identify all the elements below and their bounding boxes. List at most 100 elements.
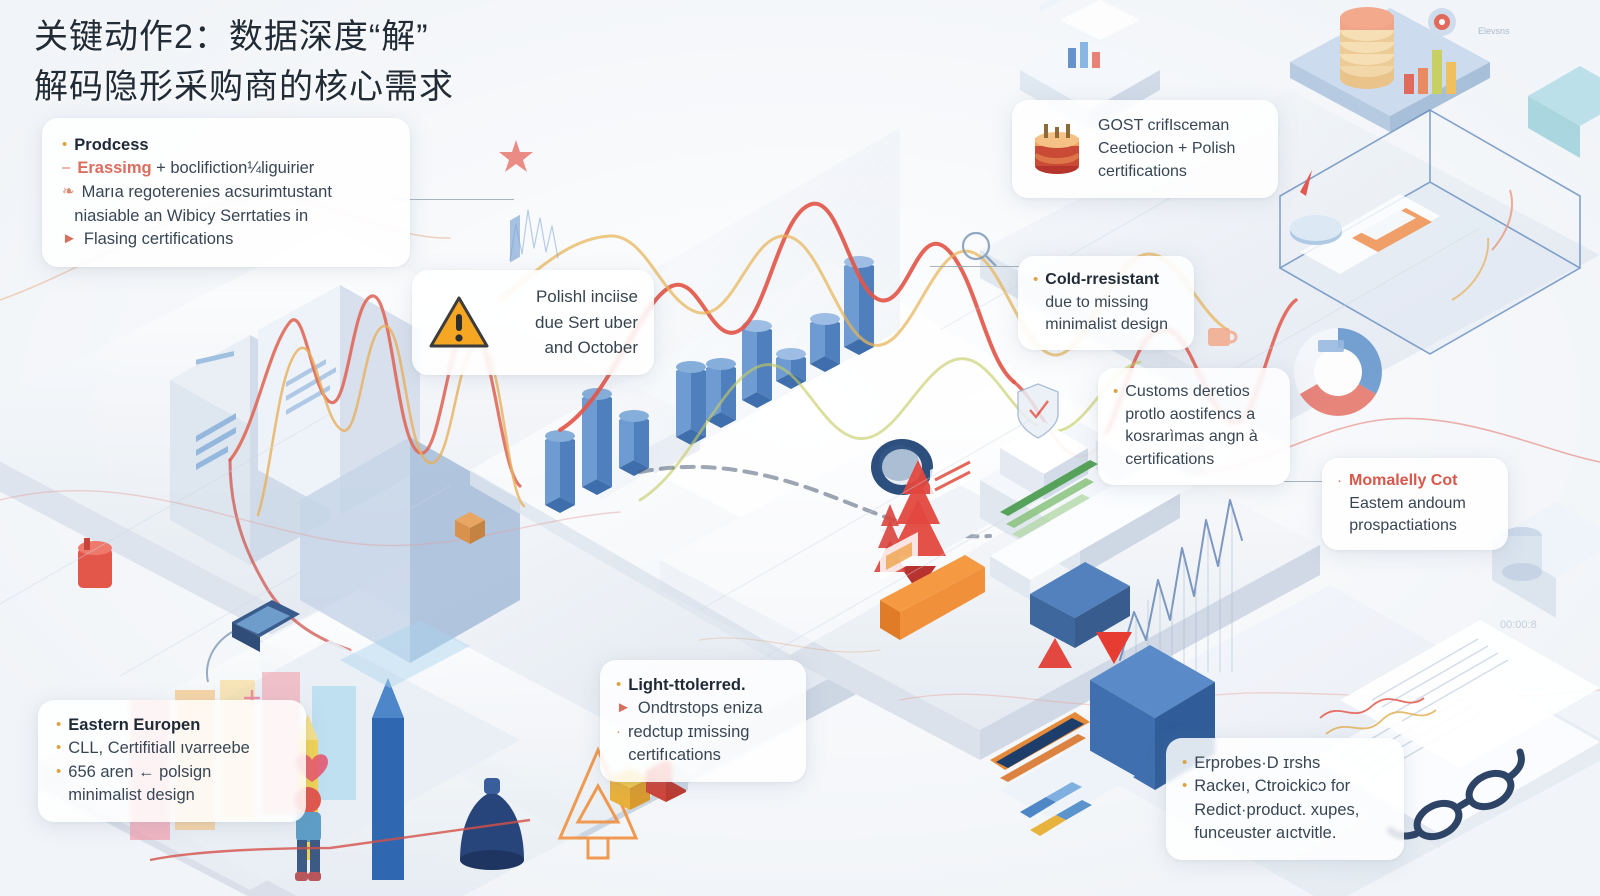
- cylinder-podium-scene: Elevsns: [1290, 7, 1510, 132]
- leader-line-cold: [930, 266, 1022, 267]
- warning-text: Polishl inciise due Sert uber and Octobe…: [500, 284, 638, 361]
- dot-bullet-icon: •: [1182, 777, 1188, 795]
- cold-line-1: Cold-rresistant: [1045, 271, 1160, 288]
- dot-bullet-icon: •: [56, 762, 62, 780]
- donut-chart-decor: [1294, 328, 1382, 416]
- list-item: • Eastem andoum: [1337, 493, 1493, 516]
- list-item: • Customs deretios: [1113, 381, 1275, 404]
- light-line-2: Ondtrstops eniza: [637, 699, 763, 718]
- dot-bullet-icon: •: [56, 716, 62, 733]
- process-highlight-suffix: + boclifiction¼liguirier: [156, 159, 315, 178]
- light-line-3: redctup ɪmissing: [628, 722, 750, 741]
- customs-line-2: protlo aostifencs a: [1125, 405, 1256, 423]
- erprobes-line-1: Erprobes·D ɪrshs: [1194, 754, 1321, 772]
- arrow-bullet-icon: ►: [616, 699, 631, 717]
- process-highlight: Erassimg: [77, 159, 152, 178]
- callout-card-eastern-europen[interactable]: • Eastern Europen • CLL, Certifitiall ıv…: [38, 700, 306, 822]
- title-line-2: 解码隐形采购商的核心需求: [34, 68, 454, 107]
- red-trees-scene: [874, 448, 1010, 640]
- list-item: • CLL, Certifitiall ıvarreebe: [56, 737, 288, 760]
- eastern-line-2: CLL, Certifitiall ıvarreebe: [68, 739, 250, 758]
- list-item: • funceuster aıctvitle.: [1182, 822, 1388, 845]
- list-item: – Erassimg + boclifiction¼liguirier: [62, 157, 390, 181]
- layered-cylinder-icon: [1035, 123, 1079, 174]
- callout-card-gost[interactable]: GOST crifIsceman Ceetiocion + Polish cer…: [1012, 100, 1278, 198]
- light-line-1: Light-ttolerred.: [628, 676, 746, 694]
- slide-title: 关键动作2：数据深度“解” 解码隐形采购商的核心需求: [34, 12, 454, 113]
- arrow-bullet-icon: ►: [62, 229, 77, 247]
- gost-text: GOST crifIsceman Ceetiocion + Polish cer…: [1098, 114, 1235, 184]
- process-line-3: Marıa regoterenies acsurimtustant: [81, 183, 332, 202]
- dot-bullet-icon: •: [62, 136, 68, 153]
- dot-bullet-icon: •: [1182, 754, 1188, 771]
- list-item: • protlo aostifencs a: [1113, 404, 1275, 427]
- gost-line-3: certifications: [1098, 163, 1187, 181]
- erprobes-line-4: funceuster aıctvitle.: [1194, 824, 1337, 843]
- gost-line-1: GOST crifIsceman: [1098, 117, 1230, 134]
- list-item: · redctup ɪmissing: [616, 721, 790, 744]
- star-icon: [499, 140, 533, 172]
- customs-line-3: kosrarìmas angn à: [1125, 428, 1258, 446]
- list-item: • Cold-rresistant: [1033, 269, 1179, 292]
- glass-lab-box: [1278, 109, 1582, 355]
- dash-bullet-icon: –: [62, 159, 71, 177]
- dot-bullet-icon: •: [616, 676, 622, 693]
- gost-line-2: Ceetiocion + Polish: [1098, 140, 1236, 158]
- monthly-line-2: Eastem andoum: [1349, 494, 1466, 512]
- list-item: · Momalelly Cot: [1337, 470, 1493, 493]
- list-item: • niasiable an Wibicy Serrtaties in: [62, 205, 390, 228]
- dot-bullet-icon: •: [1113, 383, 1119, 400]
- callout-card-monthly[interactable]: · Momalelly Cot • Eastem andoum • prospa…: [1322, 458, 1508, 551]
- list-item: • certifications: [1113, 449, 1275, 472]
- list-item: • Light-ttolerred.: [616, 674, 790, 697]
- cold-line-3: minimalist design: [1045, 316, 1168, 334]
- list-item: ► Ondtrstops eniza: [616, 697, 790, 720]
- warning-line-3: and October: [544, 338, 638, 357]
- list-item: • Redict·product. xupes,: [1182, 799, 1388, 822]
- market-blocks: 00:00:8: [1020, 0, 1600, 631]
- process-line-4: niasiable an Wibicy Serrtaties in: [74, 206, 309, 225]
- list-item: • Prodcess: [62, 134, 390, 157]
- warning-triangle-icon: [429, 296, 489, 348]
- callout-card-customs[interactable]: • Customs deretios • protlo aostifencs a…: [1098, 368, 1290, 485]
- process-line-5: Flasing certifications: [83, 229, 234, 248]
- magnifier-icon: [961, 231, 997, 267]
- monthly-line-3: prospactiations: [1349, 517, 1457, 535]
- process-title: Prodcess: [74, 136, 149, 154]
- list-item: • kosrarìmas angn à: [1113, 426, 1275, 449]
- callout-card-cold-resistant[interactable]: • Cold-rresistant • due to missing • min…: [1018, 256, 1194, 351]
- svg-text:00:00:8: 00:00:8: [1500, 619, 1537, 631]
- mug-icon: [1208, 328, 1238, 346]
- list-item: • minimalist design: [56, 784, 288, 807]
- list-item: • Eastern Europen: [56, 714, 288, 737]
- title-line-1: 关键动作2：数据深度“解”: [34, 18, 429, 56]
- eastern-line-3: 656 aren ← polsign: [68, 762, 212, 781]
- callout-card-warning[interactable]: Polishl inciise due Sert uber and Octobe…: [412, 270, 654, 375]
- list-item: • 656 aren ← polsign: [56, 761, 288, 784]
- list-item: ❧ Marıa regoterenies acsurimtustant: [62, 181, 390, 204]
- warning-line-1: Polishl inciise: [535, 287, 638, 306]
- warning-line-2: due Sert uber: [534, 312, 638, 332]
- list-item: • Rackeı, Ctroickicɔ for: [1182, 775, 1388, 798]
- canister-and-screen: [78, 538, 300, 683]
- triangle-bullet-icon: ·: [616, 722, 621, 740]
- erprobes-line-2: Rackeı, Ctroickicɔ for: [1194, 777, 1351, 796]
- list-item: • certifıcations: [616, 744, 790, 767]
- cold-line-2: due to missing: [1045, 293, 1149, 311]
- callout-card-erprobes[interactable]: • Erprobes·D ɪrshs • Rackeı, Ctroickicɔ …: [1166, 738, 1404, 860]
- eastern-line-1: Eastern Europen: [68, 716, 201, 734]
- callout-card-process[interactable]: • Prodcess – Erassimg + boclifiction¼lig…: [42, 118, 410, 268]
- list-item: • prospactiations: [1337, 515, 1493, 538]
- callout-card-light-tolerred[interactable]: • Light-ttolerred. ► Ondtrstops eniza · …: [600, 660, 806, 782]
- leader-line-monthly: [1278, 481, 1326, 482]
- triangle-bullet-icon: ❧: [62, 183, 75, 201]
- light-line-4: certifıcations: [628, 746, 721, 765]
- customs-line-1: Customs deretios: [1125, 383, 1250, 400]
- bottom-dashboard-card: [990, 712, 1135, 836]
- svg-text:Elevsns: Elevsns: [1478, 26, 1510, 36]
- monthly-line-1: Momalelly Cot: [1349, 472, 1458, 489]
- dot-bullet-icon: •: [56, 739, 62, 757]
- isometric-bar-chart: [510, 214, 874, 513]
- eastern-line-4: minimalist design: [68, 786, 195, 805]
